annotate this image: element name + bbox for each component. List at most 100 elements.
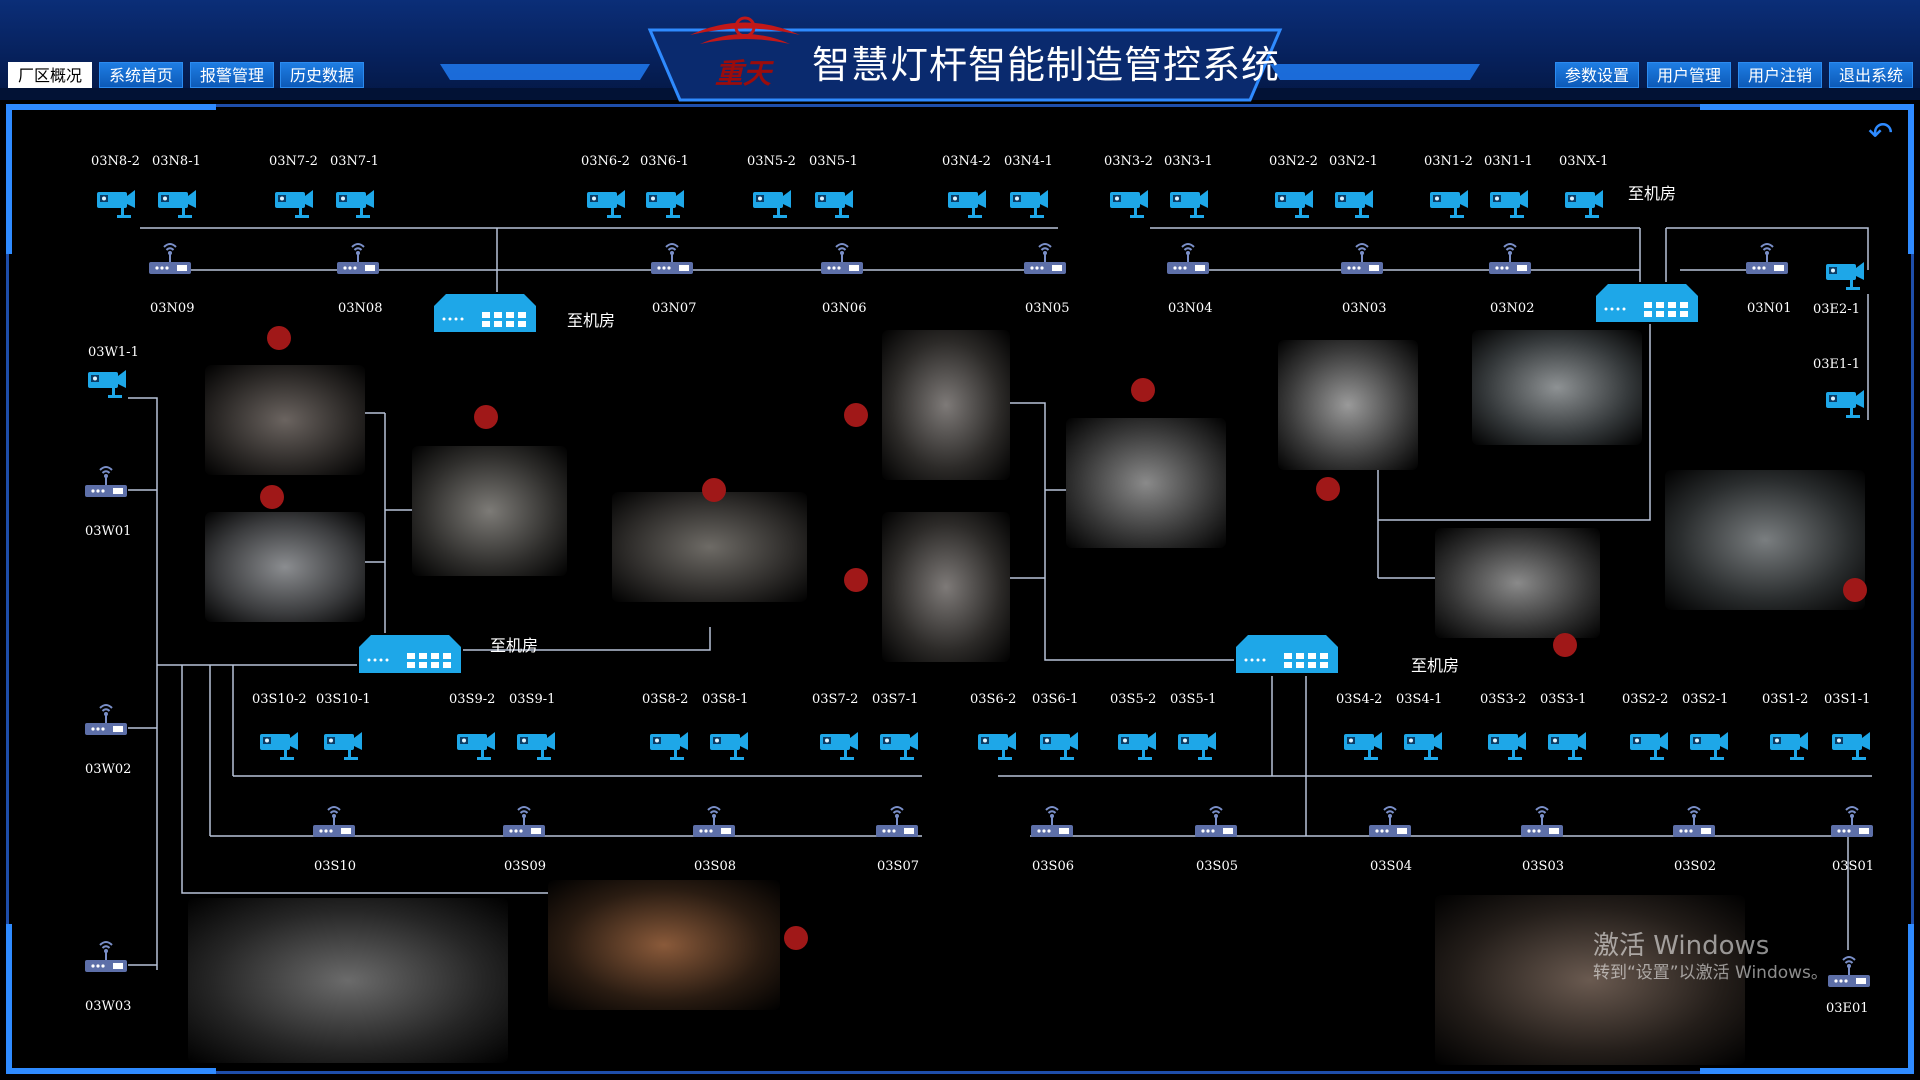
- alarm-indicator[interactable]: [474, 405, 498, 429]
- cctv-camera-icon[interactable]: [156, 186, 200, 220]
- cctv-camera-icon[interactable]: [1824, 386, 1868, 420]
- cctv-camera-icon[interactable]: [273, 186, 317, 220]
- cctv-camera-icon[interactable]: [708, 728, 752, 762]
- wireless-ap-icon[interactable]: [83, 698, 129, 738]
- wireless-ap-icon[interactable]: [83, 935, 129, 975]
- alarm-indicator[interactable]: [702, 478, 726, 502]
- cctv-camera-icon[interactable]: [976, 728, 1020, 762]
- wireless-ap-icon[interactable]: [311, 800, 357, 840]
- wireless-ap-icon[interactable]: [1519, 800, 1565, 840]
- nav-parameter-settings[interactable]: 参数设置: [1555, 62, 1640, 88]
- nav-history-data[interactable]: 历史数据: [280, 62, 365, 88]
- wireless-ap-icon[interactable]: [819, 237, 865, 277]
- wireless-ap-icon[interactable]: [501, 800, 547, 840]
- cctv-camera-icon[interactable]: [334, 186, 378, 220]
- cctv-camera-icon[interactable]: [1628, 728, 1672, 762]
- cctv-camera-icon[interactable]: [1008, 186, 1052, 220]
- wireless-ap-icon[interactable]: [83, 460, 129, 500]
- alarm-indicator[interactable]: [784, 926, 808, 950]
- alarm-indicator[interactable]: [1843, 578, 1867, 602]
- network-switch-icon[interactable]: [1234, 633, 1340, 675]
- wireless-ap-icon[interactable]: [1022, 237, 1068, 277]
- cctv-camera-icon[interactable]: [1546, 728, 1590, 762]
- wireless-ap-icon[interactable]: [1339, 237, 1385, 277]
- alarm-indicator[interactable]: [1131, 378, 1155, 402]
- cctv-camera-icon[interactable]: [813, 186, 857, 220]
- nav-alarm-management[interactable]: 报警管理: [190, 62, 275, 88]
- nav-user-logout[interactable]: 用户注销: [1738, 62, 1823, 88]
- nav-plant-overview[interactable]: 厂区概况: [8, 62, 93, 88]
- network-switch-icon[interactable]: [1594, 282, 1700, 324]
- cctv-camera-icon[interactable]: [878, 728, 922, 762]
- wireless-ap-icon[interactable]: [1029, 800, 1075, 840]
- cctv-camera-icon[interactable]: [1768, 728, 1812, 762]
- cctv-camera-icon[interactable]: [751, 186, 795, 220]
- ap-label: 03N07: [652, 301, 697, 316]
- cctv-camera-icon[interactable]: [258, 728, 302, 762]
- camera-label: 03S4-2: [1336, 692, 1383, 707]
- wireless-ap-icon[interactable]: [1826, 950, 1872, 990]
- cctv-camera-icon[interactable]: [1108, 186, 1152, 220]
- alarm-indicator[interactable]: [1316, 477, 1340, 501]
- cctv-camera-icon[interactable]: [946, 186, 990, 220]
- ap-label: 03S05: [1196, 859, 1238, 874]
- cctv-camera-icon[interactable]: [95, 186, 139, 220]
- alarm-indicator[interactable]: [260, 485, 284, 509]
- cctv-camera-icon[interactable]: [1830, 728, 1874, 762]
- cctv-camera-icon[interactable]: [1688, 728, 1732, 762]
- alarm-indicator[interactable]: [844, 568, 868, 592]
- cctv-camera-icon[interactable]: [1273, 186, 1317, 220]
- alarm-indicator[interactable]: [267, 326, 291, 350]
- cctv-camera-icon[interactable]: [1116, 728, 1160, 762]
- ap-label: 03N05: [1025, 301, 1070, 316]
- cctv-camera-icon[interactable]: [322, 728, 366, 762]
- network-switch-icon[interactable]: [432, 292, 538, 334]
- back-arrow-icon[interactable]: ↶: [1868, 116, 1894, 151]
- wireless-ap-icon[interactable]: [1829, 800, 1875, 840]
- wireless-ap-icon[interactable]: [335, 237, 381, 277]
- nav-exit-system[interactable]: 退出系统: [1829, 62, 1914, 88]
- cctv-camera-icon[interactable]: [1488, 186, 1532, 220]
- cctv-camera-icon[interactable]: [585, 186, 629, 220]
- camera-label: 03N5-1: [809, 154, 858, 169]
- wireless-ap-icon[interactable]: [874, 800, 920, 840]
- cctv-camera-icon[interactable]: [644, 186, 688, 220]
- cctv-camera-icon[interactable]: [1342, 728, 1386, 762]
- cctv-camera-icon[interactable]: [1486, 728, 1530, 762]
- wireless-ap-icon[interactable]: [1487, 237, 1533, 277]
- cctv-camera-icon[interactable]: [1563, 186, 1607, 220]
- cctv-camera-icon[interactable]: [1168, 186, 1212, 220]
- cctv-camera-icon[interactable]: [1402, 728, 1446, 762]
- wireless-ap-icon[interactable]: [649, 237, 695, 277]
- cctv-camera-icon[interactable]: [1824, 258, 1868, 292]
- camera-label: 03N8-1: [152, 154, 201, 169]
- cctv-camera-icon[interactable]: [1428, 186, 1472, 220]
- frame-corner: [1908, 104, 1914, 254]
- alarm-indicator[interactable]: [1553, 633, 1577, 657]
- camera-label: 03S2-1: [1682, 692, 1729, 707]
- wireless-ap-icon[interactable]: [691, 800, 737, 840]
- camera-label: 03S2-2: [1622, 692, 1669, 707]
- cctv-camera-icon[interactable]: [1333, 186, 1377, 220]
- camera-label: 03S9-2: [449, 692, 496, 707]
- wireless-ap-icon[interactable]: [1671, 800, 1717, 840]
- wireless-ap-icon[interactable]: [1744, 237, 1790, 277]
- wireless-ap-icon[interactable]: [1367, 800, 1413, 840]
- camera-label: 03N3-2: [1104, 154, 1153, 169]
- wireless-ap-icon[interactable]: [147, 237, 193, 277]
- nav-home[interactable]: 系统首页: [99, 62, 184, 88]
- wireless-ap-icon[interactable]: [1165, 237, 1211, 277]
- cctv-camera-icon[interactable]: [455, 728, 499, 762]
- nav-user-management[interactable]: 用户管理: [1647, 62, 1732, 88]
- cctv-camera-icon[interactable]: [86, 366, 130, 400]
- cctv-camera-icon[interactable]: [515, 728, 559, 762]
- camera-label: 03N3-1: [1164, 154, 1213, 169]
- cctv-camera-icon[interactable]: [648, 728, 692, 762]
- frame-corner: [6, 1068, 216, 1074]
- cctv-camera-icon[interactable]: [1176, 728, 1220, 762]
- cctv-camera-icon[interactable]: [818, 728, 862, 762]
- alarm-indicator[interactable]: [844, 403, 868, 427]
- cctv-camera-icon[interactable]: [1038, 728, 1082, 762]
- network-switch-icon[interactable]: [357, 633, 463, 675]
- wireless-ap-icon[interactable]: [1193, 800, 1239, 840]
